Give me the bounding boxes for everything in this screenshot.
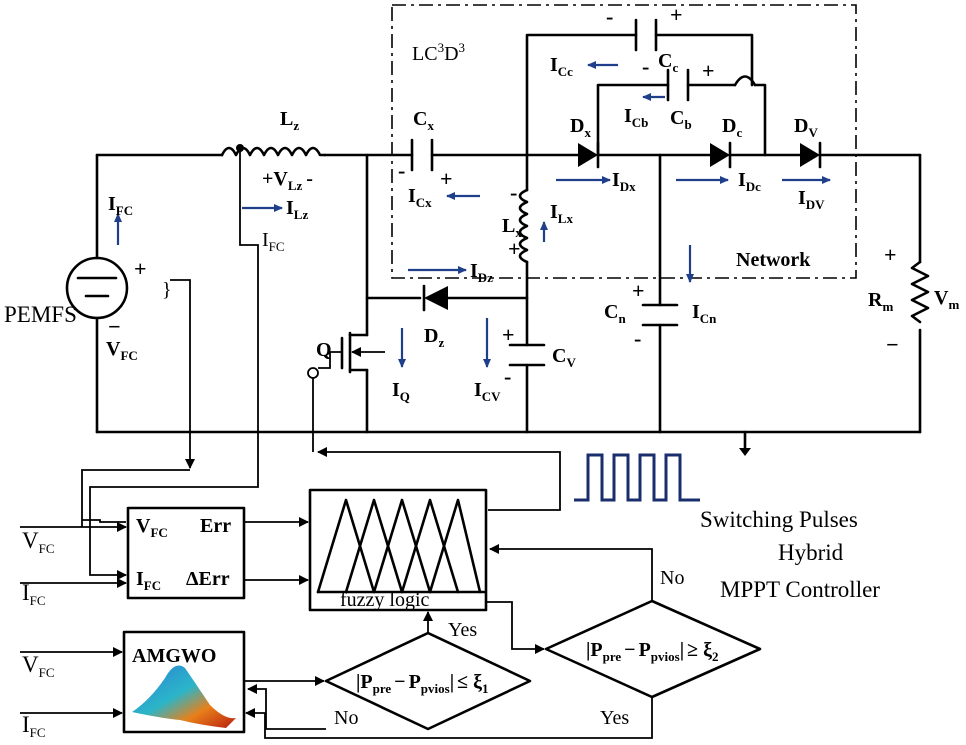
controller-title-line1: Hybrid bbox=[778, 540, 844, 565]
source-minus: − bbox=[108, 314, 121, 339]
cv-plus: + bbox=[502, 322, 515, 347]
load-plus: + bbox=[884, 242, 897, 267]
fuzzy-logic-block bbox=[308, 488, 488, 612]
input-vfc-2: VFC bbox=[22, 652, 55, 680]
dv-label: DV bbox=[794, 115, 818, 140]
ifc-source-label: IFC bbox=[108, 193, 133, 218]
lx-plus: + bbox=[508, 236, 521, 261]
pemfs-source bbox=[65, 256, 129, 320]
load-resistor-rm bbox=[910, 260, 930, 324]
cn-plus: + bbox=[632, 278, 645, 303]
icn-label: ICn bbox=[692, 301, 717, 326]
ground-symbol bbox=[739, 448, 751, 456]
err-block-out1: Err bbox=[200, 515, 231, 537]
amgwo-label: AMGWO bbox=[132, 645, 216, 667]
capacitor-cx bbox=[410, 138, 434, 172]
vlz-label: +VLz- bbox=[262, 168, 313, 193]
decision2-expression: |Ppre−Ppvios|≥ ξ2 bbox=[586, 639, 719, 664]
capacitor-cn bbox=[641, 303, 679, 327]
lx-label: Lx bbox=[502, 215, 522, 240]
err-block-in1: VFC bbox=[136, 515, 168, 540]
load-minus: − bbox=[886, 332, 899, 357]
input-ifc-1: IFC bbox=[22, 580, 46, 608]
lz-label: Lz bbox=[280, 108, 299, 133]
input-vfc-1: VFC bbox=[22, 528, 55, 556]
dx-label: Dx bbox=[570, 115, 591, 140]
controller-title-line2: MPPT Controller bbox=[720, 577, 880, 602]
iq-label: IQ bbox=[392, 379, 410, 404]
icb-label: ICb bbox=[624, 105, 648, 130]
cx-label: Cx bbox=[413, 108, 434, 133]
idv-label: IDV bbox=[798, 187, 825, 212]
optimizer-surface-icon bbox=[132, 665, 236, 728]
lc3d3-label: LC3D3 bbox=[412, 40, 465, 65]
decision-1 bbox=[324, 631, 532, 731]
err-block-out2: ΔErr bbox=[186, 568, 230, 590]
cx-minus: - bbox=[398, 158, 405, 183]
vfc-source-label: VFC bbox=[106, 338, 138, 363]
fuzzy-membership-functions bbox=[316, 498, 486, 594]
diode-dz bbox=[422, 284, 448, 312]
network-label: Network bbox=[736, 249, 811, 271]
switching-pulses-label: Switching Pulses bbox=[700, 507, 858, 532]
dc-label: Dc bbox=[722, 115, 742, 140]
icv-label: ICV bbox=[474, 379, 501, 404]
cv-minus: - bbox=[504, 364, 511, 389]
current-sense-point bbox=[236, 144, 244, 152]
lc3d3-region bbox=[391, 4, 857, 279]
source-name: PEMFS bbox=[4, 302, 77, 327]
ifc-sense-label: IFC bbox=[262, 229, 285, 254]
err-block-in2: IFC bbox=[136, 568, 161, 593]
cb-label: Cb bbox=[670, 107, 692, 132]
fuzzy-label: fuzzy logic bbox=[340, 589, 430, 611]
decision2-yes: Yes bbox=[600, 707, 629, 729]
icc-label: ICc bbox=[550, 54, 573, 79]
idz-label: IDz bbox=[470, 260, 493, 285]
cc-minus: - bbox=[606, 4, 613, 29]
decision1-expression: |Ppre−Ppvios|≤ ξ1 bbox=[356, 671, 489, 696]
cv-label: CV bbox=[552, 345, 576, 370]
cb-plus: + bbox=[702, 58, 715, 83]
idx-label: IDx bbox=[612, 169, 636, 194]
ilx-label: ILx bbox=[550, 201, 573, 226]
cc-label: Cc bbox=[658, 50, 678, 75]
cn-minus: - bbox=[634, 326, 641, 351]
capacitor-cb bbox=[666, 68, 690, 102]
capacitor-cc bbox=[634, 18, 658, 52]
dz-label: Dz bbox=[424, 325, 444, 350]
diode-dc bbox=[710, 141, 732, 169]
cc-plus: + bbox=[670, 2, 683, 27]
ilz-label: ILz bbox=[286, 197, 308, 222]
inductor-lz bbox=[220, 146, 327, 157]
q-label: Q bbox=[316, 339, 332, 361]
switch-q bbox=[307, 331, 385, 452]
power-wiring bbox=[81, 33, 922, 520]
decision2-no: No bbox=[660, 567, 684, 589]
lx-minus: - bbox=[510, 180, 517, 205]
vfc-brace: } bbox=[162, 279, 172, 301]
cx-plus: + bbox=[440, 166, 453, 191]
error-block bbox=[126, 506, 246, 600]
inductor-lx bbox=[518, 188, 529, 264]
cb-minus: - bbox=[642, 54, 649, 79]
cn-label: Cn bbox=[604, 301, 626, 326]
decision1-yes: Yes bbox=[448, 619, 477, 641]
input-ifc-2: IFC bbox=[22, 712, 46, 740]
capacitor-cv bbox=[508, 343, 546, 367]
decision1-no: No bbox=[334, 707, 358, 729]
amgwo-block bbox=[122, 630, 246, 734]
decision-2 bbox=[544, 599, 762, 699]
switching-pulses-waveform bbox=[574, 453, 700, 502]
vm-label: Vm bbox=[934, 287, 959, 312]
icx-label: ICx bbox=[408, 185, 432, 210]
source-plus: + bbox=[134, 256, 147, 281]
diode-dv bbox=[800, 141, 822, 169]
current-arrows bbox=[114, 61, 831, 368]
idc-label: IDc bbox=[738, 169, 761, 194]
diode-dx bbox=[578, 141, 600, 169]
rm-label: Rm bbox=[868, 289, 893, 314]
